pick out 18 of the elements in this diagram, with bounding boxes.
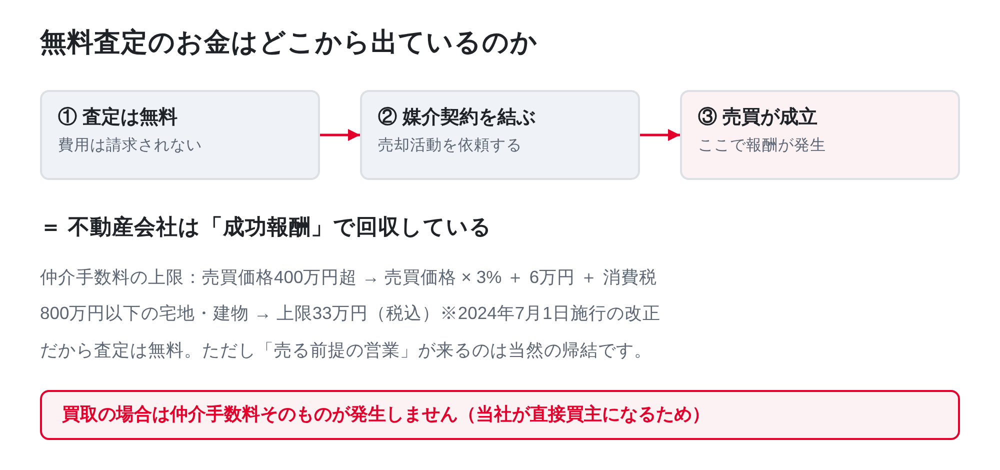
step-description: 売却活動を依頼する	[378, 136, 522, 156]
arrow	[320, 129, 360, 141]
process-box	[680, 90, 960, 180]
notice-box	[40, 390, 960, 440]
step-heading: ② 媒介契約を結ぶ	[378, 106, 536, 130]
section-heading: ＝ 不動産会社は「成功報酬」で回収している	[40, 214, 492, 241]
process-box	[360, 90, 640, 180]
process-box	[40, 90, 320, 180]
body-text: 仲介手数料の上限：売買価格400万円超 → 売買価格 × 3% ＋ 6万円 ＋ 消費税	[40, 266, 657, 288]
body-text: 800万円以下の宅地・建物 → 上限33万円（税込）※2024年7月1日施行の改正	[40, 302, 660, 324]
step-heading: ③ 売買が成立	[698, 106, 818, 130]
step-description: 費用は請求されない	[58, 136, 202, 156]
step-description: ここで報酬が発生	[698, 136, 826, 156]
notice-text: 買取の場合は仲介手数料そのものが発生しません（当社が直接買主になるため）	[62, 402, 710, 426]
body-text: だから査定は無料。ただし「売る前提の営業」が来るのは当然の帰結です。	[40, 338, 652, 362]
arrow	[640, 129, 680, 141]
title: 無料査定のお金はどこから出ているのか	[40, 26, 538, 59]
step-heading: ① 査定は無料	[58, 106, 178, 130]
